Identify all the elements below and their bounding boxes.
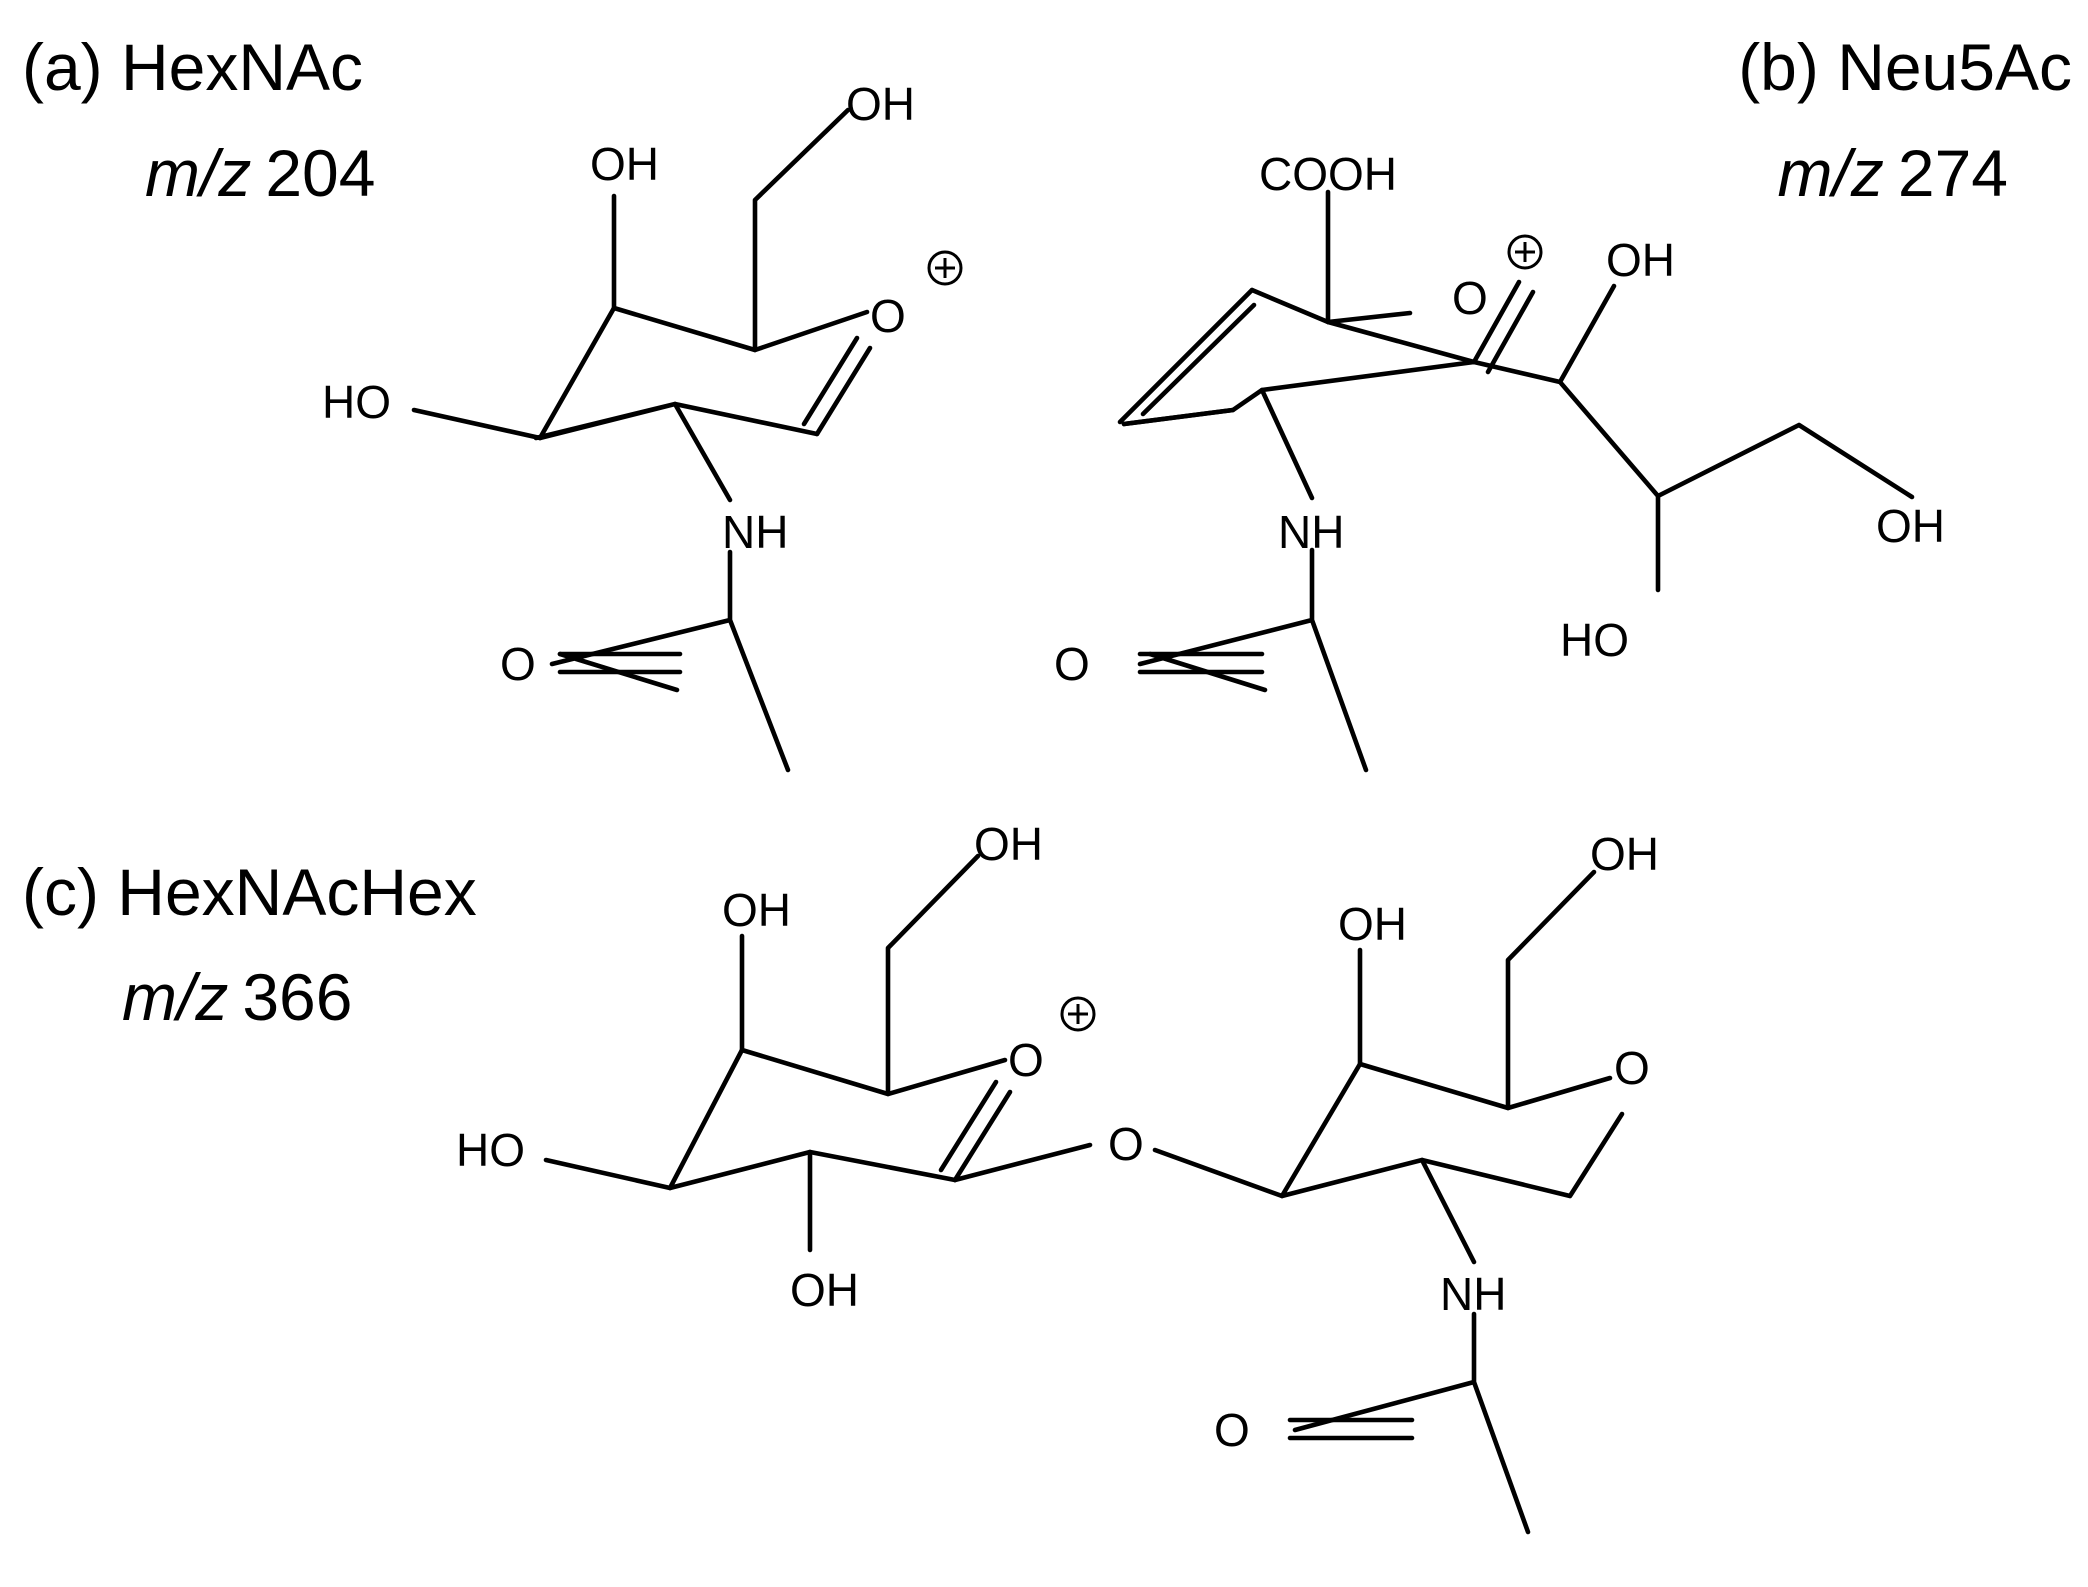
b-carbonyl-double-bond: [1137, 651, 1265, 675]
b-ring-oxygen: O: [1452, 272, 1488, 324]
panel-c-mz-prefix: m/z: [122, 960, 228, 1034]
c-nh: NH: [1440, 1268, 1506, 1320]
b-oh-c9: OH: [1876, 500, 1945, 552]
a-ring-bonds: [533, 305, 870, 441]
panel-c-label: (c) HexNAcHex: [22, 855, 477, 929]
structure-b-neu5ac: COOH O OH OH HO NH O: [1054, 148, 1945, 773]
c-glycosidic-oxygen: O: [1108, 1118, 1144, 1170]
c-carbonyl-double-bond: [1287, 1417, 1415, 1441]
c-carbonyl-oxygen: O: [1214, 1404, 1250, 1456]
a-carbonyl-oxygen: O: [500, 638, 536, 690]
c-hex-ring-bonds: [667, 1047, 1008, 1191]
b-ho-c8: HO: [1560, 614, 1629, 666]
structure-c-hexnachex: OH OH O HO OH O OH OH O NH O: [456, 818, 1659, 1535]
a-ring-double-bond: [801, 335, 873, 437]
a-positive-charge-icon: [927, 250, 963, 286]
a-ring-oxygen: O: [870, 290, 906, 342]
a-oh-primary: OH: [846, 78, 915, 130]
c-hexnac-ring-oxygen: O: [1614, 1042, 1650, 1094]
b-oh-c7: OH: [1606, 234, 1675, 286]
c-hex-oh-c2: OH: [790, 1264, 859, 1316]
b-exo-double-bond: [1471, 279, 1536, 375]
b-ring-double-bond: [1140, 302, 1257, 417]
c-hexnac-ring-bonds: [1279, 1061, 1625, 1199]
c-hexnac-substituents: [1292, 869, 1597, 1535]
panel-b-mz-prefix: m/z: [1778, 136, 1884, 210]
c-positive-charge-icon: [1060, 996, 1096, 1032]
b-substituent-bonds: [1137, 189, 1915, 773]
c-hex-ring-double-bond: [938, 1079, 1013, 1183]
panel-c-mz-value: 366: [242, 960, 352, 1034]
panel-b-mz-value: 274: [1898, 136, 2008, 210]
c-hex-oh-primary: OH: [974, 818, 1043, 870]
panel-a-mz-value: 204: [265, 136, 375, 210]
b-positive-charge-icon: [1507, 234, 1543, 270]
a-nh: NH: [722, 506, 788, 558]
b-ring-bonds-2: [1121, 287, 1477, 427]
a-ho-c3: HO: [322, 376, 391, 428]
c-hex-ho-c3: HO: [456, 1124, 525, 1176]
c-hexnac-oh-primary: OH: [1590, 828, 1659, 880]
c-glycosidic-bond: [1152, 1147, 1285, 1199]
c-hex-ring-oxygen: O: [1008, 1034, 1044, 1086]
b-cooh: COOH: [1259, 148, 1397, 200]
a-oh-c4: OH: [590, 138, 659, 190]
a-substituent-bonds: [411, 107, 851, 773]
panel-a-label: (a) HexNAc: [22, 30, 363, 104]
c-hex-substituents: [543, 853, 1093, 1253]
a-carbonyl-double-bond: [557, 651, 683, 675]
b-nh: NH: [1278, 506, 1344, 558]
b-carbonyl-oxygen: O: [1054, 638, 1090, 690]
c-hex-oh-c4: OH: [722, 884, 791, 936]
c-hexnac-oh-c4: OH: [1338, 898, 1407, 950]
panel-a-mz-prefix: m/z: [145, 136, 251, 210]
panel-b-label: (b) Neu5Ac: [1738, 30, 2072, 104]
structure-a-hexnac: OH OH O HO NH O: [322, 78, 963, 773]
